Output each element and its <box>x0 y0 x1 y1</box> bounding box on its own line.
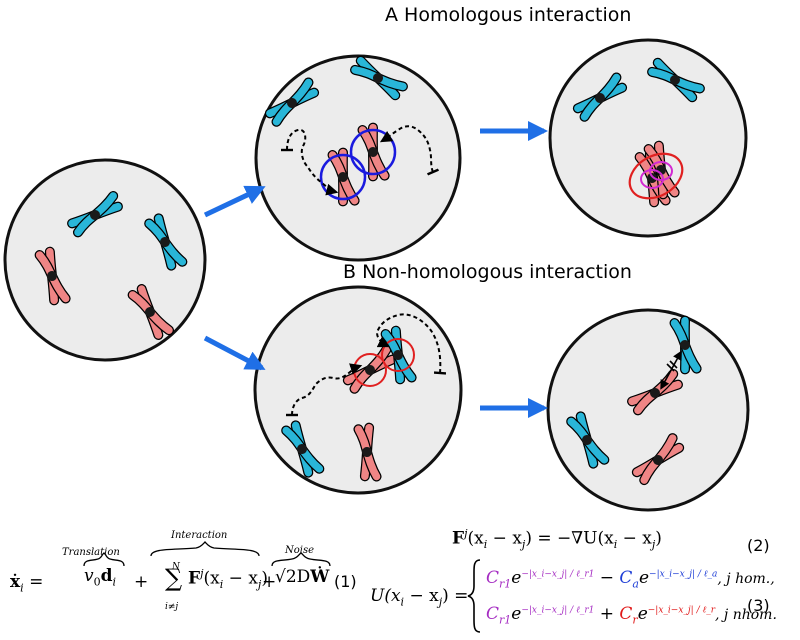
equation-1-translation: v0di <box>84 566 117 589</box>
pairing-ring <box>649 161 673 181</box>
transition-arrow <box>203 335 266 371</box>
equation-1-noise: √2DẆ <box>275 567 330 587</box>
equation-1: ẋi = <box>10 572 44 595</box>
translation-label: Translation <box>62 547 120 558</box>
equation-1-plus: + <box>134 572 149 592</box>
cell-homologous-paired <box>548 38 748 238</box>
section-a-title: A Homologous interaction <box>385 4 632 26</box>
noise-label: Noise <box>285 545 315 556</box>
trajectory-path <box>285 363 363 417</box>
sum-symbol: ∑ <box>165 564 183 592</box>
trajectory-path <box>376 313 447 375</box>
transition-arrow <box>203 185 266 218</box>
section-b-title: B Non-homologous interaction <box>343 261 632 283</box>
equation-1-plus: + <box>262 572 277 592</box>
cell-nonhomologous-step <box>253 285 463 495</box>
noise-brace <box>271 552 331 567</box>
translation-brace <box>83 552 125 567</box>
cell-initial <box>3 158 207 362</box>
sum-lower: i≠j <box>165 602 179 612</box>
cases-brace <box>467 559 481 633</box>
repulsion-ring <box>628 152 684 200</box>
equation-3-row-nonhomologous: Cr1e−|x_i−x_j| / ℓ_r1 + Cre−|x_i−x_j| / … <box>486 604 777 627</box>
equation-3-number: (3) <box>747 596 770 615</box>
interaction-brace <box>150 541 260 557</box>
repulsion-arrow <box>660 350 682 390</box>
equation-1-interaction: Fj(xi − xj) <box>188 567 268 592</box>
equation-1-number: (1) <box>334 572 357 591</box>
cell-nonhomologous-repelled <box>546 308 750 512</box>
cell-homologous-step <box>254 54 462 262</box>
equation-2-number: (2) <box>747 536 770 555</box>
equation-3-lhs: U(xi − xj) = <box>370 586 469 609</box>
trajectory-path <box>280 128 339 196</box>
sum-upper: N <box>172 562 180 572</box>
equation-2: Fj(xi − xj) = −∇U(xi − xj) <box>452 527 662 552</box>
equation-3-row-homologous: Cr1e−|x_i−x_j| / ℓ_r1 − Cae−|x_i−x_j| / … <box>486 568 775 591</box>
interaction-label: Interaction <box>171 530 228 541</box>
trajectory-path <box>379 125 439 176</box>
